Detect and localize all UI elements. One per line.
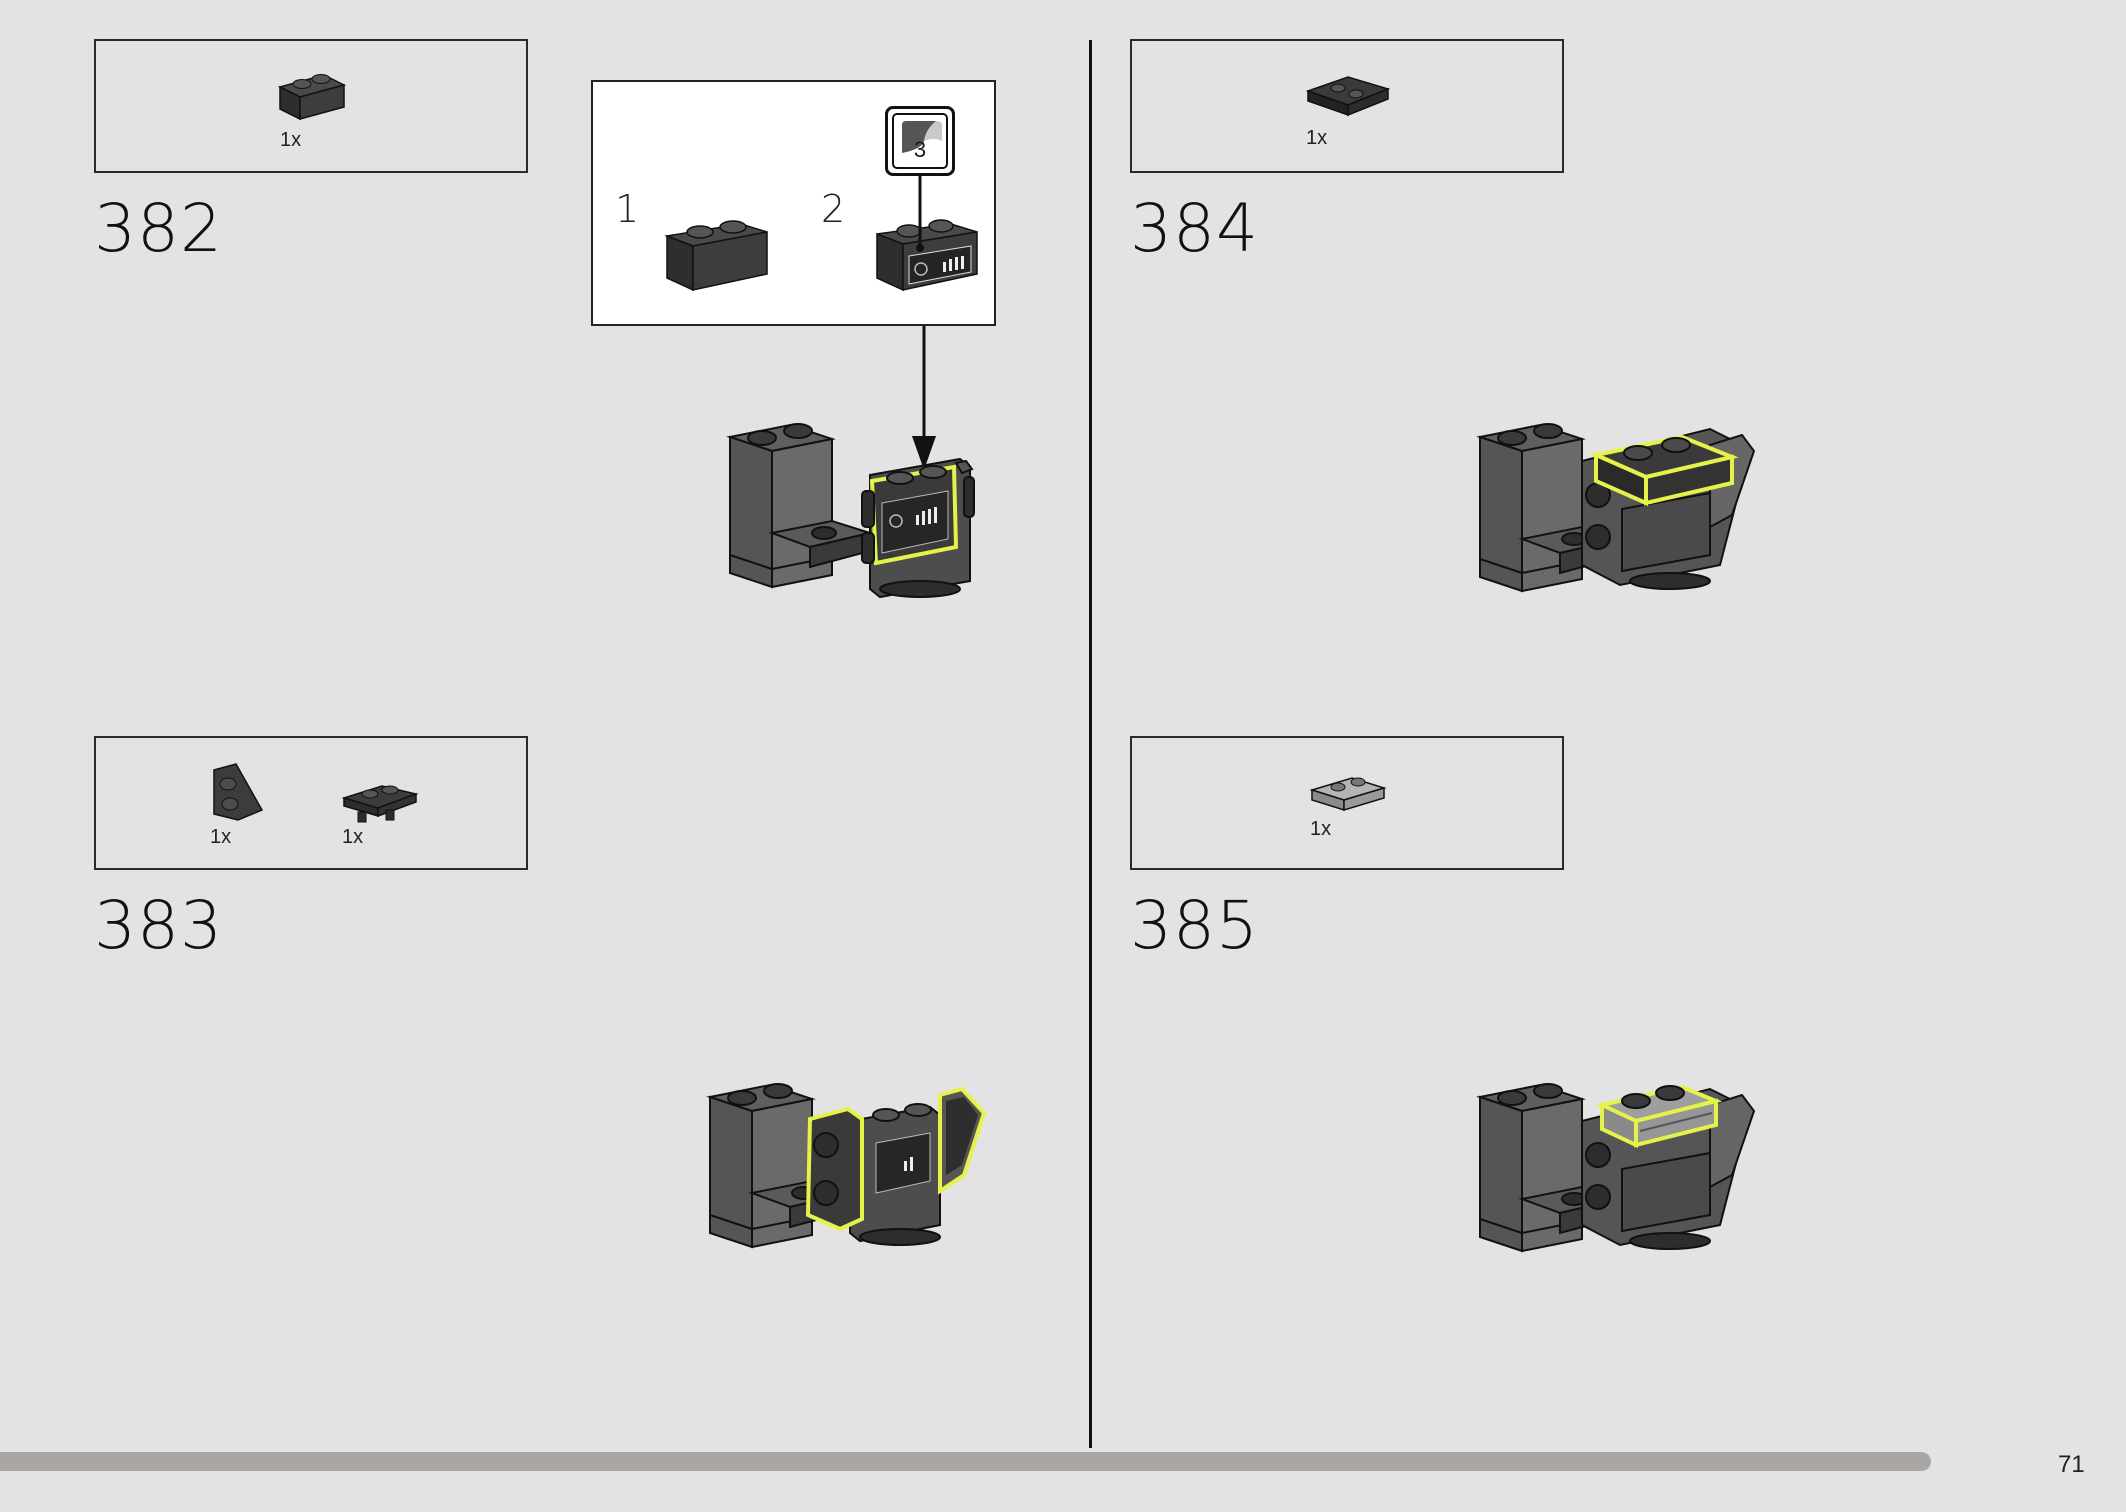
part-quantity: 1x	[280, 129, 302, 151]
sticker-curl-icon	[902, 121, 942, 153]
progress-bar	[0, 1452, 2026, 1471]
sticker-number: 3	[913, 137, 927, 162]
tile-2x2-dark-icon	[1305, 76, 1391, 117]
page-divider	[1089, 40, 1092, 1448]
step-number: 384	[1130, 190, 1259, 267]
model-assembly-image	[1476, 423, 1756, 593]
step-number: 383	[94, 887, 223, 964]
brick-1x2-dark-icon	[664, 220, 768, 292]
step-number: 382	[94, 190, 223, 267]
sub-step-number: 2	[821, 187, 846, 231]
page-number: 71	[2058, 1451, 2085, 1478]
model-assembly-image	[726, 423, 975, 599]
plate-with-clips-dark-icon	[341, 785, 419, 823]
parts-list-box: 1x	[1130, 39, 1564, 173]
sticker-frame: 3	[892, 113, 948, 169]
wedge-plate-dark-icon	[213, 763, 264, 821]
progress-bar-fill	[0, 1452, 1931, 1471]
plate-1x2-rail-light-icon	[1309, 777, 1387, 812]
placement-arrow	[912, 326, 936, 470]
sticker-pointer-line	[916, 176, 924, 252]
model-assembly-image	[1476, 1083, 1756, 1253]
parts-list-box: 1x 1x	[94, 736, 528, 870]
brick-1x2-dark-icon	[277, 74, 347, 121]
model-assembly-image	[706, 1083, 987, 1249]
part-quantity: 1x	[1310, 818, 1332, 840]
part-quantity: 1x	[210, 826, 232, 848]
step-number: 385	[1130, 887, 1259, 964]
part-quantity: 1x	[1306, 127, 1328, 149]
sticker-reference: 3	[885, 106, 955, 176]
sub-step-number: 1	[615, 187, 640, 231]
sub-assembly-callout: 1 2 3	[591, 80, 996, 326]
parts-list-box: 1x	[1130, 736, 1564, 870]
parts-list-box: 1x	[94, 39, 528, 173]
part-quantity: 1x	[342, 826, 364, 848]
